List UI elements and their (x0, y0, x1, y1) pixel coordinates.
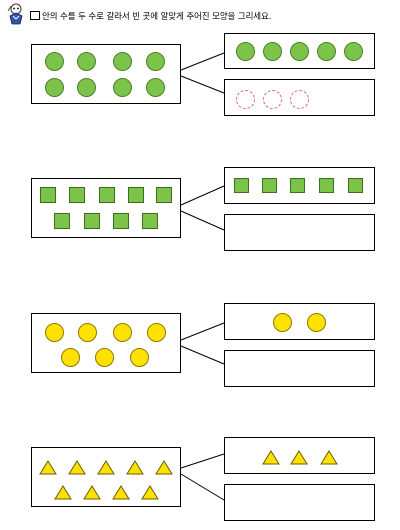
yellow-triangle (54, 485, 72, 500)
yellow-circle (273, 313, 292, 332)
green-square (84, 213, 100, 229)
dashed-circle-hint (236, 90, 255, 109)
problem-3-bottom-part-box[interactable] (224, 350, 375, 387)
green-circle (146, 52, 165, 71)
green-square (40, 187, 56, 203)
green-circle (45, 78, 64, 97)
yellow-circle (95, 348, 114, 367)
yellow-circle (113, 323, 132, 342)
green-circle (317, 42, 336, 61)
problem-2-top-part-box (224, 167, 375, 204)
yellow-triangle (97, 460, 115, 475)
yellow-circle (45, 323, 64, 342)
yellow-triangle (112, 485, 130, 500)
yellow-circle (307, 313, 326, 332)
green-circle (77, 52, 96, 71)
connector-line (180, 453, 225, 469)
green-circle (77, 78, 96, 97)
dashed-circle-hint (290, 90, 309, 109)
green-circle (290, 42, 309, 61)
yellow-circle (147, 323, 166, 342)
green-circle (45, 52, 64, 71)
connector-line (180, 52, 225, 71)
green-circle (113, 52, 132, 71)
problem-2-bottom-part-box[interactable] (224, 214, 375, 251)
yellow-triangle (155, 460, 173, 475)
answer-checkbox[interactable] (30, 11, 40, 20)
yellow-triangle (68, 460, 86, 475)
green-square (234, 178, 249, 193)
problem-4-total-box (31, 447, 181, 507)
green-square (99, 187, 115, 203)
problem-4-bottom-part-box[interactable] (224, 484, 375, 521)
connector-line (180, 210, 225, 231)
problem-4-top-part-box (224, 437, 375, 474)
problem-1-bottom-part-box[interactable] (224, 79, 375, 116)
problem-1-total-box (31, 44, 181, 104)
green-square (142, 213, 158, 229)
problem-3-top-part-box (224, 303, 375, 340)
yellow-triangle (126, 460, 144, 475)
green-circle (344, 42, 363, 61)
yellow-triangle (290, 450, 308, 465)
green-square (113, 213, 129, 229)
yellow-circle (61, 348, 80, 367)
problem-1-top-part-box (224, 33, 375, 69)
yellow-triangle (262, 450, 280, 465)
green-square (156, 187, 172, 203)
green-square (290, 178, 305, 193)
green-circle (113, 78, 132, 97)
green-square (54, 213, 70, 229)
green-circle (146, 78, 165, 97)
problem-3-total-box (31, 313, 181, 373)
connector-line (180, 322, 225, 341)
yellow-circle (78, 323, 97, 342)
character-mascot-icon (7, 3, 23, 25)
yellow-triangle (83, 485, 101, 500)
dashed-circle-hint (263, 90, 282, 109)
green-circle (236, 42, 255, 61)
yellow-triangle (39, 460, 57, 475)
worksheet-header: 안의 수를 두 수로 갈라서 빈 곳에 알맞게 주어진 모양을 그리세요. (0, 0, 400, 30)
connector-line (180, 75, 225, 94)
green-square (262, 178, 277, 193)
yellow-circle (130, 348, 149, 367)
connector-line (180, 473, 225, 501)
connector-line (180, 185, 225, 206)
yellow-triangle (141, 485, 159, 500)
green-circle (263, 42, 282, 61)
green-square (69, 187, 85, 203)
instruction-text: 안의 수를 두 수로 갈라서 빈 곳에 알맞게 주어진 모양을 그리세요. (42, 12, 272, 22)
green-square (128, 187, 144, 203)
connector-line (180, 345, 225, 365)
yellow-triangle (320, 450, 338, 465)
problem-2-total-box (31, 178, 181, 238)
green-square (319, 178, 334, 193)
green-square (348, 178, 363, 193)
